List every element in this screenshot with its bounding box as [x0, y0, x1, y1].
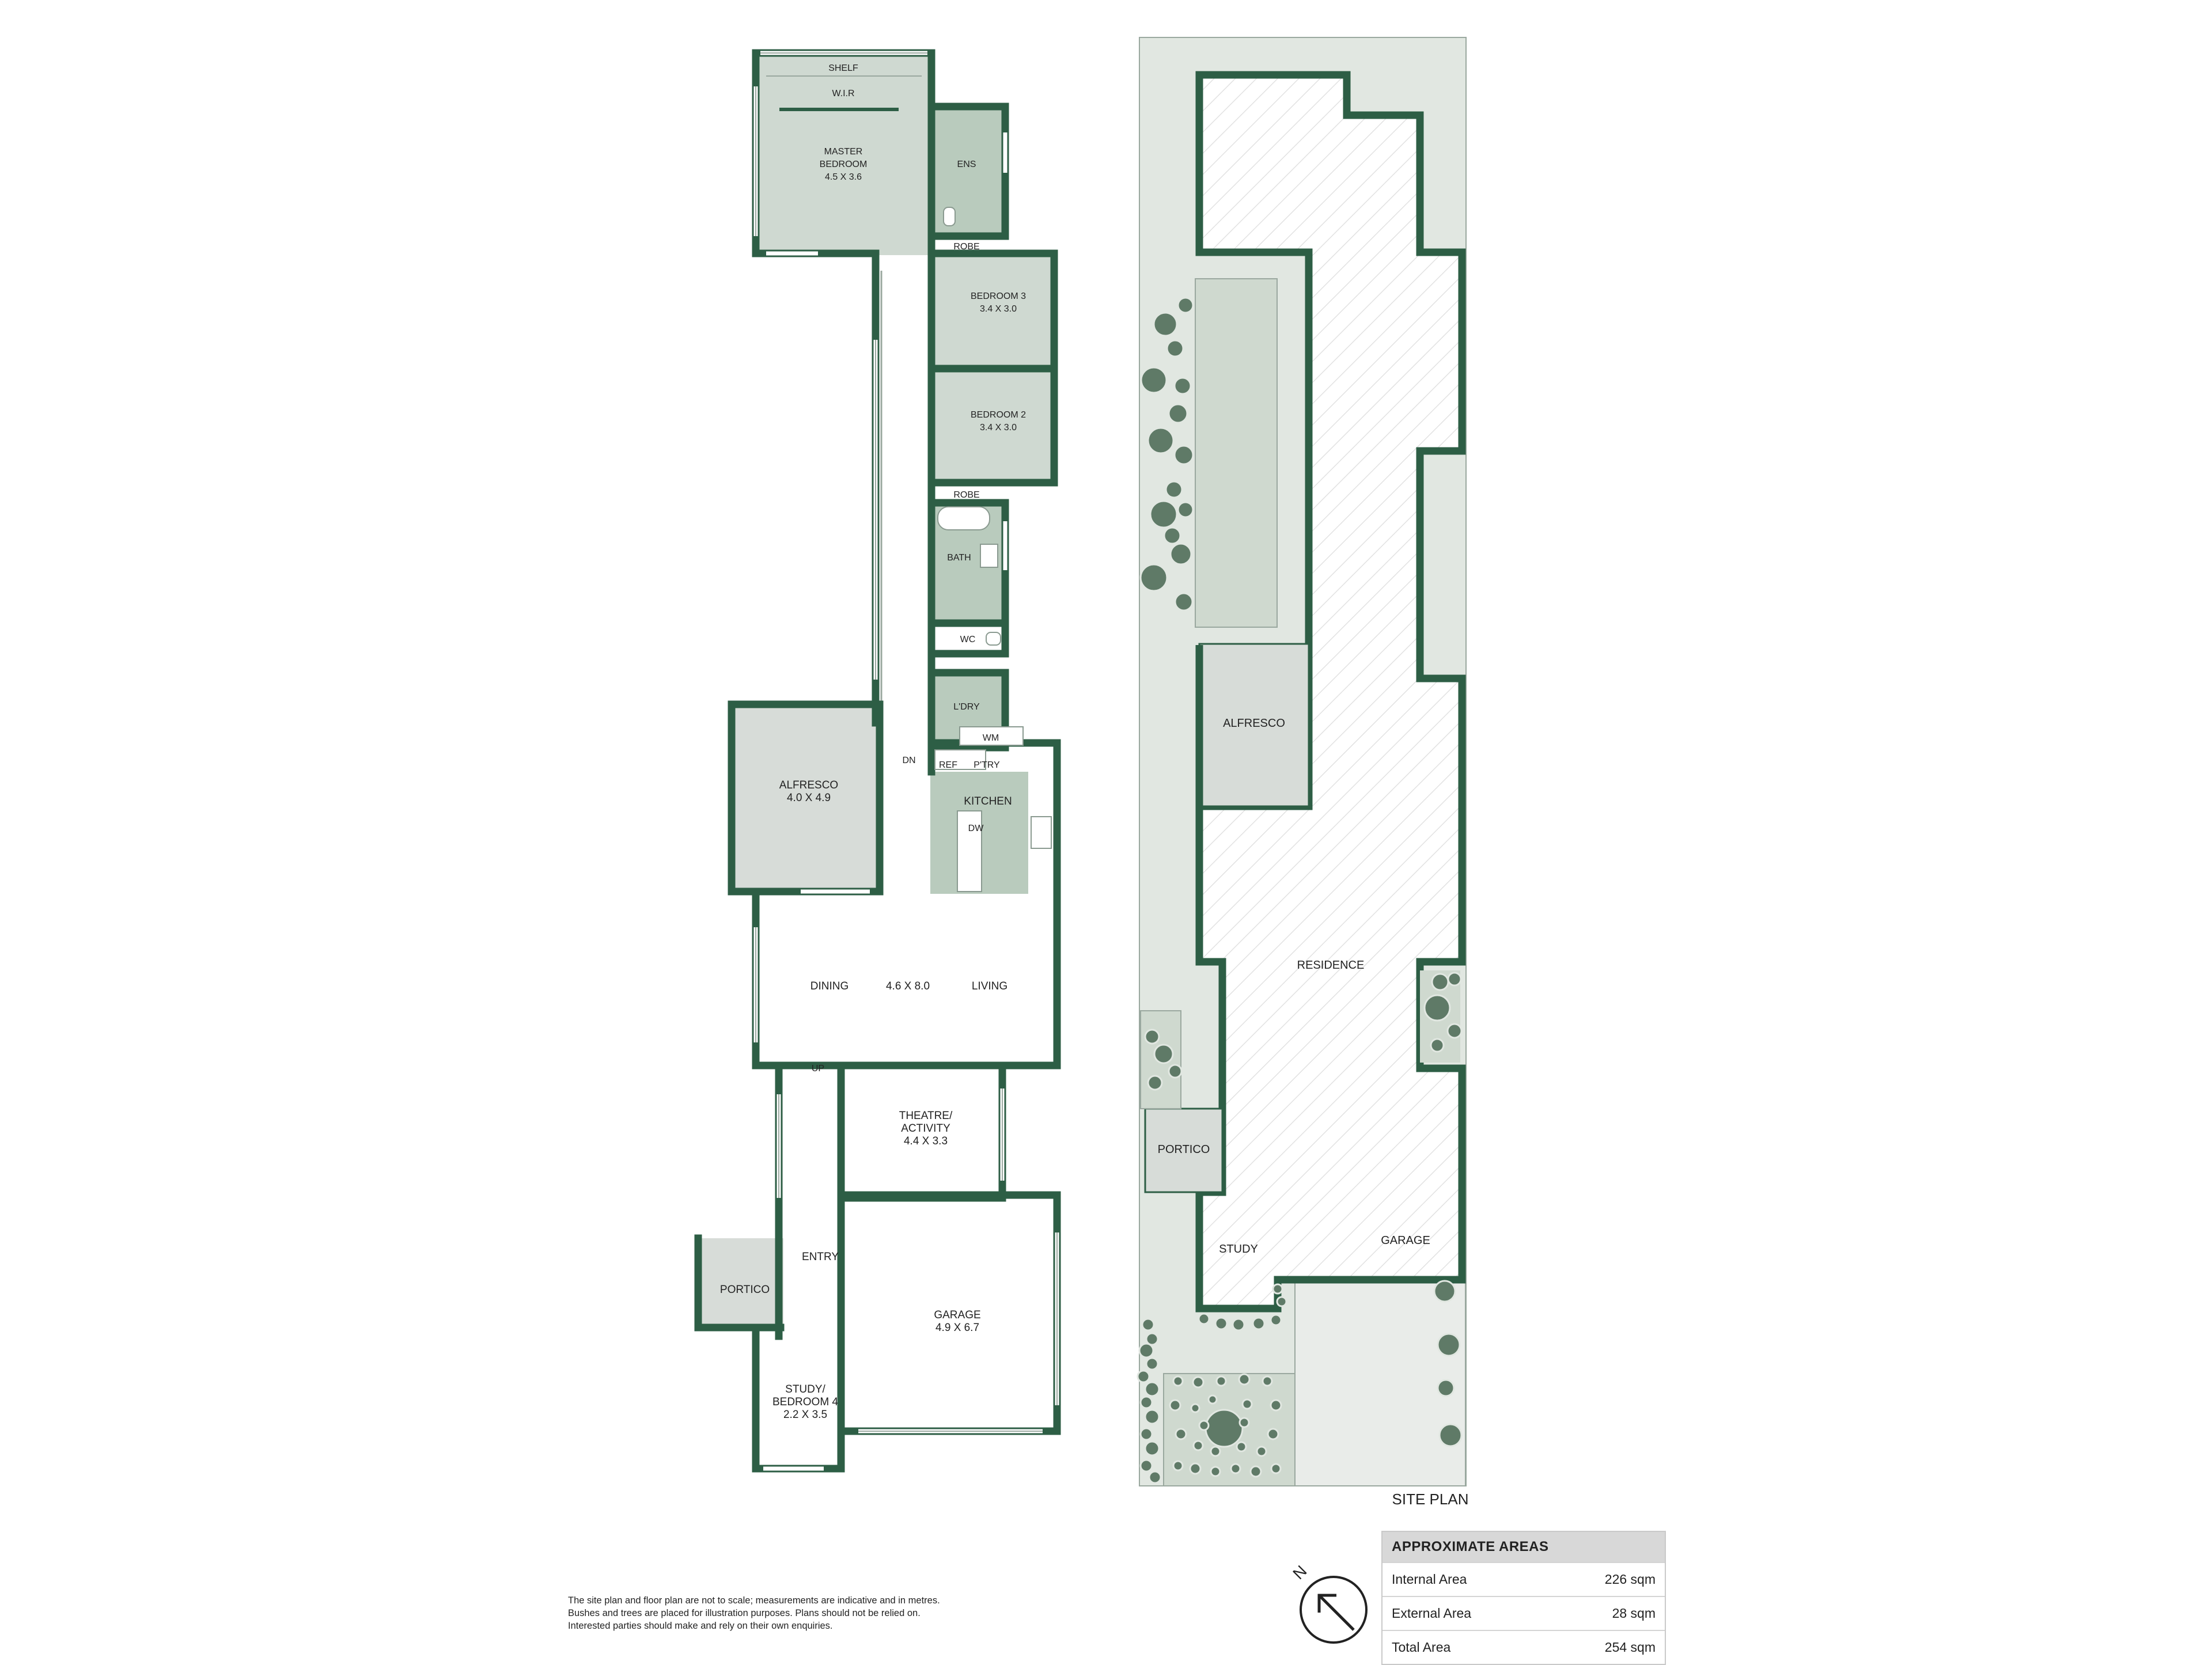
site-plan: ALFRESCO RESIDENCE PORTICO STUDY GARAGE …: [1137, 37, 1469, 1508]
internal-area-value: 226 sqm: [1604, 1572, 1656, 1587]
laundry-label: L'DRY: [953, 702, 980, 712]
robe-mid-label: ROBE: [953, 490, 979, 500]
external-area-label: External Area: [1392, 1606, 1472, 1621]
disclaimer-line: Bushes and trees are placed for illustra…: [568, 1608, 921, 1618]
dining-living-size-label: 4.6 X 8.0: [886, 980, 930, 992]
master-bedroom-area: [755, 54, 930, 255]
pantry-label: P'TRY: [974, 760, 1000, 770]
site-study-label: STUDY: [1219, 1243, 1258, 1256]
disclaimer-line: Interested parties should make and rely …: [568, 1621, 833, 1631]
areas-row: External Area 28 sqm: [1382, 1596, 1665, 1630]
ensuite-area: [929, 109, 1002, 235]
ensuite-label: ENS: [957, 160, 976, 169]
areas-row: Internal Area 226 sqm: [1382, 1562, 1665, 1596]
site-yard: [1294, 1281, 1466, 1486]
bath-label: BATH: [947, 553, 971, 563]
dw-label: DW: [968, 824, 984, 833]
disclaimer: The site plan and floor plan are not to …: [568, 1594, 1017, 1632]
internal-area-label: Internal Area: [1392, 1572, 1467, 1587]
portico-label: PORTICO: [720, 1284, 770, 1296]
north-compass: N: [1289, 1562, 1368, 1644]
entry-label: ENTRY: [802, 1251, 839, 1263]
ref-label: REF: [939, 760, 957, 770]
portico-area: [698, 1238, 783, 1328]
site-plan-labels: ALFRESCO RESIDENCE PORTICO STUDY GARAGE …: [1158, 717, 1469, 1508]
living-label: LIVING: [972, 980, 1007, 992]
bedroom3-area: [929, 253, 1054, 369]
wir-label: W.I.R: [832, 89, 854, 98]
areas-row: Total Area 254 sqm: [1382, 1630, 1665, 1664]
total-area-label: Total Area: [1392, 1640, 1451, 1655]
robe-top-label: ROBE: [953, 242, 979, 252]
wc-label: WC: [960, 635, 976, 644]
compass-north-label: N: [1289, 1562, 1310, 1583]
site-garage-label: GARAGE: [1381, 1234, 1430, 1247]
residence-footprint: [1195, 71, 1466, 1313]
alfresco-area: [729, 701, 880, 892]
up-label: UP: [812, 1064, 824, 1074]
disclaimer-line: The site plan and floor plan are not to …: [568, 1595, 940, 1606]
site-portico: [1144, 1108, 1224, 1193]
site-lawn: [1195, 278, 1278, 628]
external-area-value: 28 sqm: [1612, 1606, 1656, 1621]
compass-ring: [1300, 1576, 1368, 1644]
areas-title: APPROXIMATE AREAS: [1382, 1532, 1665, 1562]
dining-label: DINING: [810, 980, 849, 992]
bedroom2-area: [929, 369, 1054, 483]
site-plan-title: SITE PLAN: [1392, 1490, 1469, 1508]
kitchen-label: KITCHEN: [964, 795, 1012, 807]
approximate-areas-table: APPROXIMATE AREAS Internal Area 226 sqm …: [1381, 1531, 1666, 1665]
shelf-label: SHELF: [828, 63, 858, 73]
wm-label: WM: [983, 733, 999, 743]
site-planter-left: [1140, 1010, 1181, 1109]
site-alfresco-label: ALFRESCO: [1223, 717, 1285, 730]
dn-label: DN: [902, 756, 915, 765]
site-portico-label: PORTICO: [1158, 1143, 1210, 1156]
site-residence-label: RESIDENCE: [1297, 959, 1365, 972]
site-bushes: [1137, 297, 1463, 1484]
total-area-value: 254 sqm: [1604, 1640, 1656, 1655]
